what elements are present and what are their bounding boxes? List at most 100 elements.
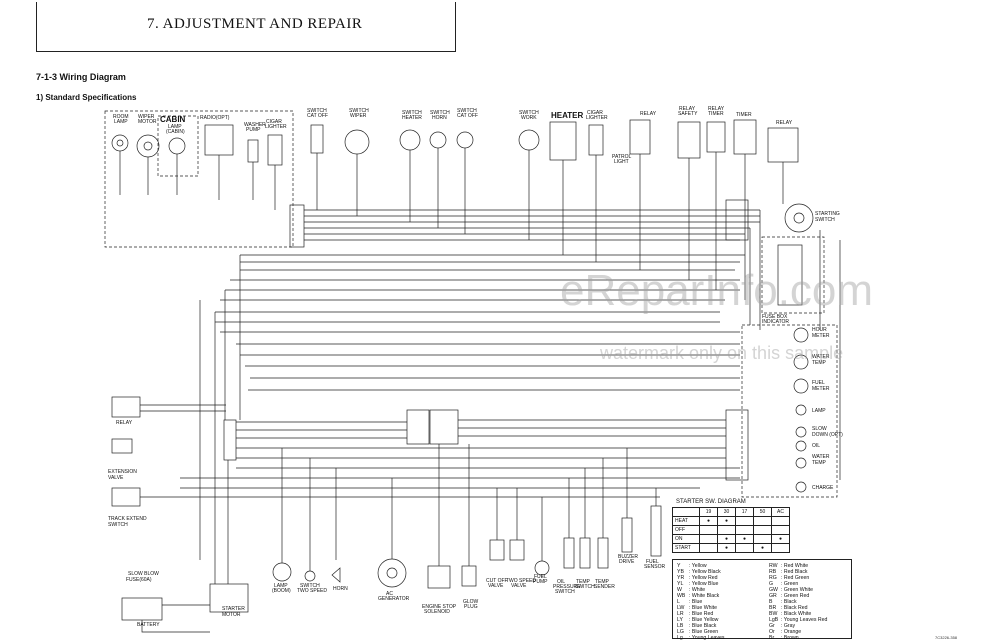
legend-item: YL: Yellow Blue [677, 581, 719, 587]
legend-item: LgB: Young Leaves Red [769, 617, 828, 623]
svg-text:SWITCH: SWITCH [300, 583, 320, 589]
svg-text:HEATER: HEATER [402, 115, 422, 121]
svg-text:SAFETY: SAFETY [678, 111, 698, 117]
svg-text:TEMP: TEMP [595, 579, 610, 585]
legend-item: LW: Blue White [677, 605, 717, 611]
legend-item: Gr: Gray [769, 623, 796, 629]
svg-text:FUSE BOX: FUSE BOX [762, 314, 788, 320]
svg-text:LAMP: LAMP [114, 119, 128, 125]
legend-item: LB: Blue Black [677, 623, 717, 629]
svg-text:LAMP: LAMP [274, 583, 288, 589]
svg-text:HORN: HORN [432, 115, 447, 121]
svg-text:PUMP: PUMP [533, 579, 548, 585]
svg-text:LAMP: LAMP [812, 408, 826, 414]
svg-text:HORN: HORN [333, 586, 348, 592]
svg-text:SWITCH: SWITCH [349, 108, 369, 114]
legend-item: Lg: Young Leaves [677, 635, 725, 641]
legend-item: G: Green [769, 581, 799, 587]
svg-text:MOTOR: MOTOR [138, 119, 157, 125]
svg-text:AC: AC [386, 591, 393, 597]
wire-color-legend: Y: Yellow YB: Yellow Black YR: Yellow Re… [672, 559, 852, 641]
svg-text:TWO SPEED: TWO SPEED [506, 578, 536, 584]
svg-text:OIL: OIL [557, 579, 565, 585]
legend-item: GW: Green White [769, 587, 814, 593]
svg-text:WATER: WATER [812, 454, 830, 460]
svg-text:STARTER: STARTER [222, 606, 245, 612]
starter-col-header: 30 [717, 507, 736, 517]
svg-text:WATER: WATER [812, 354, 830, 360]
starter-row: OFF [672, 525, 790, 535]
legend-item: B: Black [769, 599, 797, 605]
legend-item: RW: Red White [769, 563, 809, 569]
svg-text:HOUR: HOUR [812, 327, 827, 333]
svg-text:WIPER: WIPER [138, 114, 155, 120]
svg-text:HEATER: HEATER [551, 111, 584, 120]
svg-text:(CABIN): (CABIN) [166, 129, 185, 135]
svg-text:TEMP: TEMP [812, 460, 827, 466]
starter-row: ON ●●● [672, 534, 790, 544]
legend-item: YR: Yellow Red [677, 575, 718, 581]
svg-text:VALVE: VALVE [108, 475, 124, 481]
starter-row: START ●● [672, 543, 790, 553]
svg-text:WIPER: WIPER [350, 113, 367, 119]
svg-text:CAT OFF: CAT OFF [457, 113, 478, 119]
svg-text:SWITCH: SWITCH [307, 108, 327, 114]
watermark-sub: watermark only on this sample [600, 343, 844, 363]
page-title: 7. ADJUSTMENT AND REPAIR [147, 16, 363, 32]
svg-text:SLOW BLOW: SLOW BLOW [128, 571, 159, 577]
svg-text:TEMP: TEMP [576, 579, 591, 585]
svg-text:SWITCH: SWITCH [402, 110, 422, 116]
svg-text:PUMP: PUMP [246, 127, 261, 133]
svg-text:FUEL: FUEL [812, 380, 825, 386]
starter-diagram-table: 19 30 17 50 AC HEAT ●● OFF ON ●●● START … [672, 507, 790, 553]
svg-text:LIGHTER: LIGHTER [265, 124, 287, 130]
svg-text:MOTOR: MOTOR [222, 612, 241, 618]
starter-col-header: 50 [753, 507, 772, 517]
legend-item: WB: White Black [677, 593, 720, 599]
svg-text:DOWN (OPT): DOWN (OPT) [812, 432, 843, 438]
svg-text:RELAY: RELAY [679, 106, 696, 112]
starter-header-row: 19 30 17 50 AC [672, 507, 790, 517]
svg-text:LAMP: LAMP [168, 124, 182, 130]
starter-row-label: START [672, 543, 700, 553]
legend-item: LG: Blue Green [677, 629, 719, 635]
svg-text:ROOM: ROOM [113, 114, 129, 120]
svg-text:BATTERY: BATTERY [137, 622, 160, 628]
svg-text:SOLENOID: SOLENOID [424, 609, 450, 615]
legend-item: LY: Blue Yellow [677, 617, 719, 623]
legend-item: L: Blue [677, 599, 703, 605]
legend-item: LR: Blue Red [677, 611, 714, 617]
starter-diagram-title: STARTER SW. DIAGRAM [676, 499, 746, 505]
starter-col-header: 17 [735, 507, 754, 517]
svg-text:WORK: WORK [521, 115, 537, 121]
section-subtitle: 1) Standard Specifications [36, 93, 137, 102]
watermark-main: eReparInfo.com [560, 266, 874, 315]
svg-text:VALVE: VALVE [488, 583, 504, 589]
svg-text:INDICATOR: INDICATOR [762, 319, 789, 325]
svg-text:GLOW: GLOW [463, 599, 479, 605]
svg-text:PLUG: PLUG [464, 604, 478, 610]
svg-text:DRIVE: DRIVE [619, 559, 635, 565]
svg-text:SWITCH: SWITCH [519, 110, 539, 116]
svg-text:SLOW: SLOW [812, 426, 827, 432]
legend-item: Br: Brown [769, 635, 799, 641]
svg-text:PATROL: PATROL [612, 154, 631, 160]
svg-text:CAT OFF: CAT OFF [307, 113, 328, 119]
svg-text:CUT OFF: CUT OFF [486, 578, 508, 584]
svg-text:BUZZER: BUZZER [618, 554, 638, 560]
svg-text:SWITCH: SWITCH [815, 217, 835, 223]
svg-text:RELAY: RELAY [708, 106, 725, 112]
svg-text:WASHER: WASHER [244, 122, 266, 128]
legend-item: BR: Black Red [769, 605, 808, 611]
starter-col-header: AC [771, 507, 790, 517]
svg-text:FUSE(60A): FUSE(60A) [126, 577, 152, 583]
legend-item: Y: Yellow [677, 563, 707, 569]
svg-text:PRESSURE: PRESSURE [553, 584, 581, 590]
starter-row: HEAT ●● [672, 516, 790, 526]
svg-text:RELAY: RELAY [116, 420, 133, 426]
svg-text:FUEL: FUEL [646, 559, 659, 565]
svg-text:ENGINE STOP: ENGINE STOP [422, 604, 457, 610]
svg-text:SWITCH: SWITCH [430, 110, 450, 116]
svg-text:LIGHTER: LIGHTER [586, 115, 608, 121]
